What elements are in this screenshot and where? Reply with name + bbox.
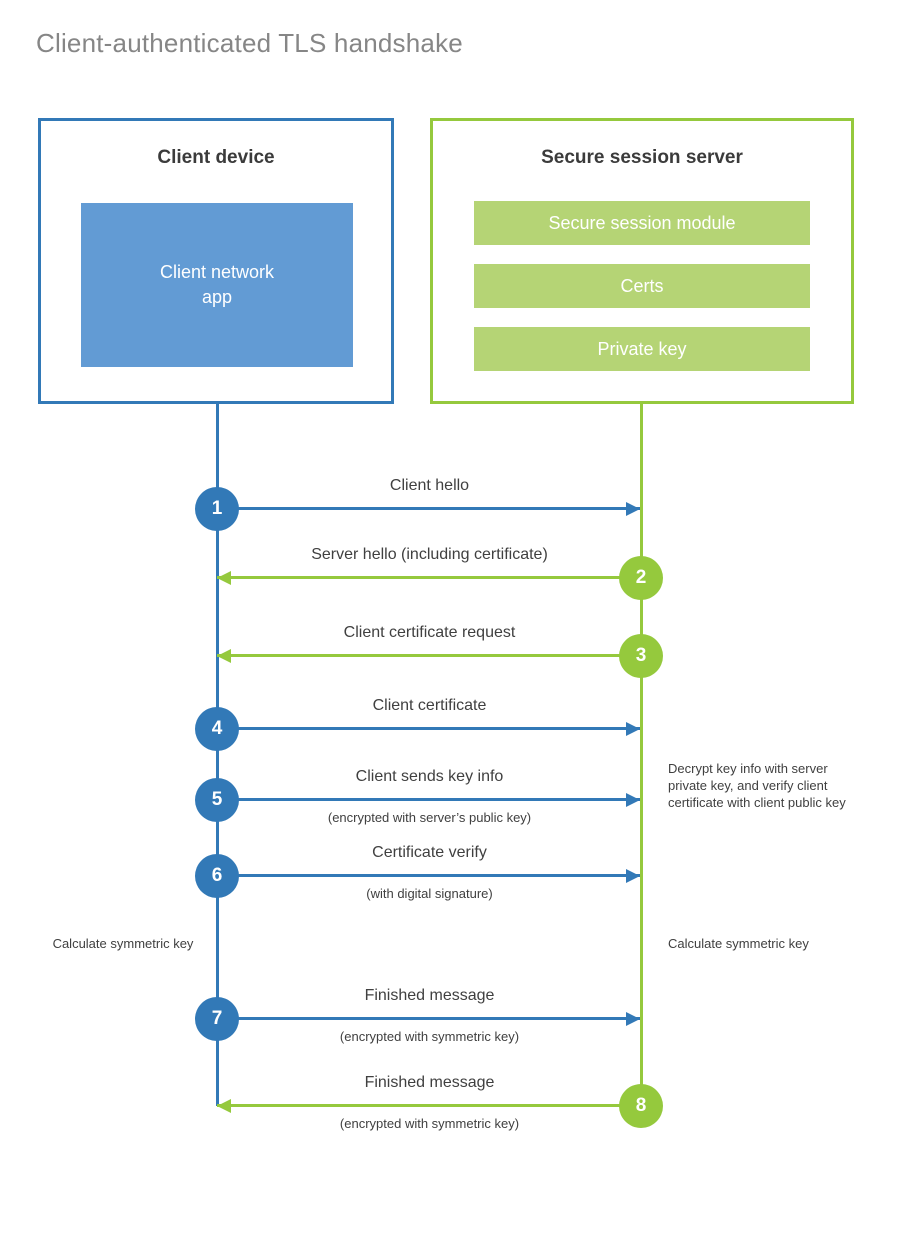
message-sublabel-5: (encrypted with server’s public key) — [327, 810, 532, 825]
arrowhead-icon-3 — [217, 648, 231, 663]
step-badge-5[interactable]: 5 — [195, 777, 239, 822]
arrowhead-icon-5 — [626, 792, 640, 807]
message-line-6 — [217, 874, 640, 877]
message-sublabel-6: (with digital signature) — [366, 886, 493, 901]
step-badge-7[interactable]: 7 — [195, 996, 239, 1041]
message-label-5: Client sends key info — [355, 768, 504, 785]
arrowhead-icon-4 — [626, 721, 640, 736]
step-badge-8[interactable]: 8 — [619, 1083, 663, 1128]
arrowhead-icon-2 — [217, 570, 231, 585]
message-label-7: Finished message — [364, 987, 495, 1004]
client-device-title: Client device — [157, 147, 275, 168]
message-label-4: Client certificate — [372, 697, 487, 714]
client-app-label-line2: app — [201, 287, 233, 307]
message-line-1 — [217, 507, 640, 510]
client-device-box: Client device Client network app — [38, 118, 394, 404]
secure-session-server-box: Secure session server Secure session mod… — [430, 118, 854, 404]
note-server-calculate-symmetric-key: Calculate symmetric key — [668, 936, 809, 951]
message-line-3 — [217, 654, 640, 657]
note-client-calculate-symmetric-key: Calculate symmetric key — [52, 936, 194, 951]
page-title: Client-authenticated TLS handshake — [36, 28, 463, 58]
arrowhead-icon-7 — [626, 1011, 640, 1026]
arrowhead-icon-8 — [217, 1098, 231, 1113]
message-sublabel-8: (encrypted with symmetric key) — [339, 1116, 520, 1131]
client-lifeline — [216, 404, 219, 1106]
step-badge-6[interactable]: 6 — [195, 853, 239, 898]
arrowhead-icon-6 — [626, 868, 640, 883]
server-lifeline — [640, 404, 643, 1104]
step-badge-3[interactable]: 3 — [619, 633, 663, 678]
message-label-6: Certificate verify — [372, 844, 487, 861]
step-badge-2[interactable]: 2 — [619, 555, 663, 600]
note-server-decrypt-key-info: Decrypt key info with server private key… — [668, 761, 846, 810]
message-line-5 — [217, 798, 640, 801]
message-line-2 — [217, 576, 640, 579]
message-label-1: Client hello — [389, 477, 470, 494]
message-label-2: Server hello (including certificate) — [311, 546, 548, 563]
client-network-app-block: Client network app — [81, 203, 353, 367]
secure-session-server-title: Secure session server — [541, 147, 743, 168]
message-sublabel-7: (encrypted with symmetric key) — [339, 1029, 520, 1044]
step-badge-1[interactable]: 1 — [195, 486, 239, 531]
message-line-8 — [217, 1104, 640, 1107]
arrowhead-icon-1 — [626, 501, 640, 516]
server-component-certs: Certs — [474, 264, 810, 308]
message-label-3: Client certificate request — [343, 624, 516, 641]
server-component-private-key: Private key — [474, 327, 810, 371]
step-badge-4[interactable]: 4 — [195, 706, 239, 751]
server-component-secure-session-module: Secure session module — [474, 201, 810, 245]
client-app-label-line1: Client network — [159, 262, 275, 282]
message-line-4 — [217, 727, 640, 730]
message-line-7 — [217, 1017, 640, 1020]
message-label-8: Finished message — [364, 1074, 495, 1091]
